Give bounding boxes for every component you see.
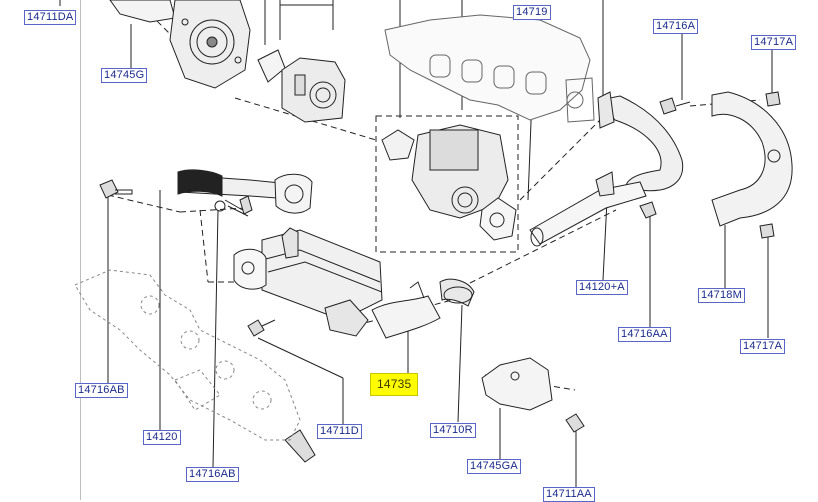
heat-shield bbox=[711, 91, 793, 227]
callout-14120[interactable]: 14120 bbox=[143, 430, 181, 445]
callout-14717A-bottom[interactable]: 14717A bbox=[740, 339, 786, 354]
engine-block-outline bbox=[74, 269, 301, 441]
clamp bbox=[439, 278, 475, 307]
callout-14711D[interactable]: 14711D bbox=[317, 424, 362, 439]
callout-14745GA[interactable]: 14745GA bbox=[467, 459, 521, 474]
callout-14719[interactable]: 14719 bbox=[513, 5, 551, 20]
callout-14735-highlighted[interactable]: 14735 bbox=[370, 373, 419, 396]
callout-14711AA[interactable]: 14711AA bbox=[543, 487, 595, 502]
callout-14745G[interactable]: 14745G bbox=[101, 68, 148, 83]
egr-cooler bbox=[233, 227, 441, 339]
callout-14710R[interactable]: 14710R bbox=[430, 423, 476, 438]
bolts bbox=[99, 91, 781, 463]
callout-14718M[interactable]: 14718M bbox=[698, 288, 745, 303]
callout-14717A-top[interactable]: 14717A bbox=[751, 35, 797, 50]
shield-bracket bbox=[481, 357, 553, 411]
callout-14716AB-left[interactable]: 14716AB bbox=[75, 383, 128, 398]
callout-14716A[interactable]: 14716A bbox=[653, 19, 699, 34]
throttle-body bbox=[109, 0, 346, 123]
callout-14120-A[interactable]: 14120+A bbox=[576, 280, 628, 295]
flex-pipe bbox=[529, 91, 684, 247]
callout-14716AB-bottom[interactable]: 14716AB bbox=[186, 467, 239, 482]
leader-lines bbox=[59, 0, 773, 488]
callout-14716AA[interactable]: 14716AA bbox=[618, 327, 671, 342]
exhaust-manifold bbox=[384, 14, 595, 123]
egr-tube bbox=[177, 169, 313, 217]
diagram-frame bbox=[80, 0, 818, 500]
egr-valve bbox=[381, 124, 517, 241]
callout-14711DA[interactable]: 14711DA bbox=[24, 10, 77, 25]
